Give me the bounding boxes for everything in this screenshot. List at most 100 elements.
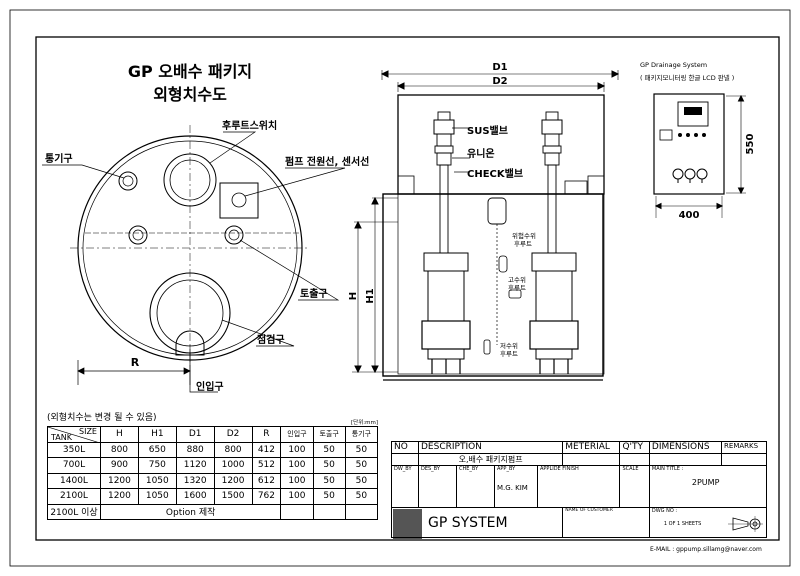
tb-no: NO	[391, 441, 419, 454]
spec-cell: 900	[100, 457, 139, 474]
spec-header: H	[100, 426, 139, 443]
union-label: 유니온	[467, 147, 495, 160]
tb-main-title-label: MAIN TITLE :	[651, 466, 684, 472]
spec-cell: 1600	[175, 488, 215, 505]
pump-power-label: 펌프 전원선, 센서선	[285, 155, 369, 168]
discharge-label: 토출구	[300, 287, 328, 300]
spec-cell: 50	[344, 472, 379, 489]
tb-app-by-label: APP_BY	[497, 466, 516, 472]
spec-cell: 50	[344, 441, 379, 458]
tb-des-by: DES_BY	[418, 465, 457, 508]
title-block: NO DESCRIPTION METERIAL Q'TY DIMENSIONS …	[390, 441, 768, 538]
spec-cell: 100	[280, 488, 314, 505]
spec-corner-tank: TANK	[51, 432, 72, 442]
spec-cell: 100	[280, 472, 314, 489]
vent-label: 통기구	[45, 152, 73, 165]
spec-cell: 50	[312, 472, 346, 489]
panel-width-dim: 400	[679, 210, 700, 221]
spec-cell: 412	[251, 441, 282, 458]
tank-section-view	[352, 70, 620, 381]
spec-cell: 50	[344, 488, 379, 505]
tb-app-by: APP_BY M.G. KIM	[494, 465, 538, 508]
h-label: H	[348, 292, 359, 300]
panel-height-dim: 550	[745, 134, 756, 155]
check-valve-label: CHECK밸브	[467, 167, 523, 180]
contact-email: E-MAIL : gppump.sillamg@naver.com	[650, 546, 762, 553]
spec-last-label: 2100L 이상	[47, 503, 101, 520]
tb-dwg: DWG NO : 1 OF 1 SHEETS	[648, 507, 768, 538]
spec-cell: 1200	[100, 488, 139, 505]
spec-cell: 762	[251, 488, 282, 505]
spec-cell: 700L	[47, 457, 101, 474]
spec-cell: 50	[312, 488, 346, 505]
spec-cell: 50	[312, 457, 346, 474]
tb-main-title: MAIN TITLE : 2PUMP	[648, 465, 768, 508]
spec-header: 인입구	[280, 426, 314, 443]
spec-cell: 512	[251, 457, 282, 474]
spec-header: D1	[175, 426, 215, 443]
spec-corner: SIZE TANK	[47, 426, 101, 443]
tb-company: GP SYSTEM	[390, 507, 564, 538]
spec-note: (외형치수는 변경 될 수 있음)	[47, 411, 157, 423]
inlet-label: 인입구	[196, 380, 224, 393]
spec-cell: 800	[100, 441, 139, 458]
tb-main-title-value: 2PUMP	[691, 478, 720, 487]
tb-sheets: 1 OF 1 SHEETS	[663, 521, 702, 527]
spec-cell: 100	[280, 441, 314, 458]
tb-desc-value: 오,배수 패키지펌프	[417, 453, 564, 466]
spec-header: 통기구	[344, 426, 379, 443]
tb-remarks: REMARKS	[721, 441, 767, 454]
spec-cell: 2100L	[47, 488, 101, 505]
spec-cell: 100	[280, 457, 314, 474]
section-leaders	[452, 127, 470, 173]
spec-cell: 800	[213, 441, 253, 458]
spec-cell: 650	[137, 441, 177, 458]
title-line1: GP 오배수 패키지	[128, 62, 252, 81]
outer-border	[9, 9, 791, 567]
tb-app-by-value: M.G. KIM	[497, 484, 528, 492]
spec-header: R	[251, 426, 282, 443]
tb-applied-finish: APPLIDE FINISH	[536, 465, 621, 508]
inspection-label: 점검구	[257, 334, 285, 346]
spec-cell: 1200	[100, 472, 139, 489]
tb-material: METERIAL	[562, 441, 621, 454]
d2-label: D2	[492, 76, 507, 87]
spec-cell: 1050	[137, 488, 177, 505]
tb-customer: NAME OF CUSTOMER	[562, 507, 650, 538]
spec-cell: 1200	[213, 472, 253, 489]
spec-cell: 750	[137, 457, 177, 474]
spec-cell: 612	[251, 472, 282, 489]
spec-header: 토출구	[312, 426, 346, 443]
spec-cell: 1000	[213, 457, 253, 474]
spec-last-value: Option 제작	[99, 503, 282, 520]
tank-top-view	[70, 125, 310, 370]
spec-cell: 350L	[47, 441, 101, 458]
spec-corner-size: SIZE	[79, 427, 97, 436]
inner-border	[35, 36, 780, 541]
spec-header: D2	[213, 426, 253, 443]
spec-cell: 880	[175, 441, 215, 458]
panel-subtitle: ( 패키지모니터링 한글 LCD 판넬 )	[640, 73, 734, 82]
title-line2: 외형치수도	[153, 85, 227, 104]
spec-cell: 1500	[213, 488, 253, 505]
control-panel	[653, 93, 746, 218]
tb-che-by: CHE_BY	[456, 465, 495, 508]
panel-title: GP Drainage System	[640, 61, 707, 69]
spec-cell: 1050	[137, 472, 177, 489]
radius-label: R	[131, 356, 140, 369]
tb-qty: Q'TY	[619, 441, 650, 454]
float-switch-label: 후루트스위치	[222, 119, 277, 132]
spec-cell: 1400L	[47, 472, 101, 489]
spec-cell: 1120	[175, 457, 215, 474]
spec-cell: 50	[344, 457, 379, 474]
tb-dw-by: DW_BY	[391, 465, 419, 508]
top-view-leaders	[42, 131, 346, 393]
